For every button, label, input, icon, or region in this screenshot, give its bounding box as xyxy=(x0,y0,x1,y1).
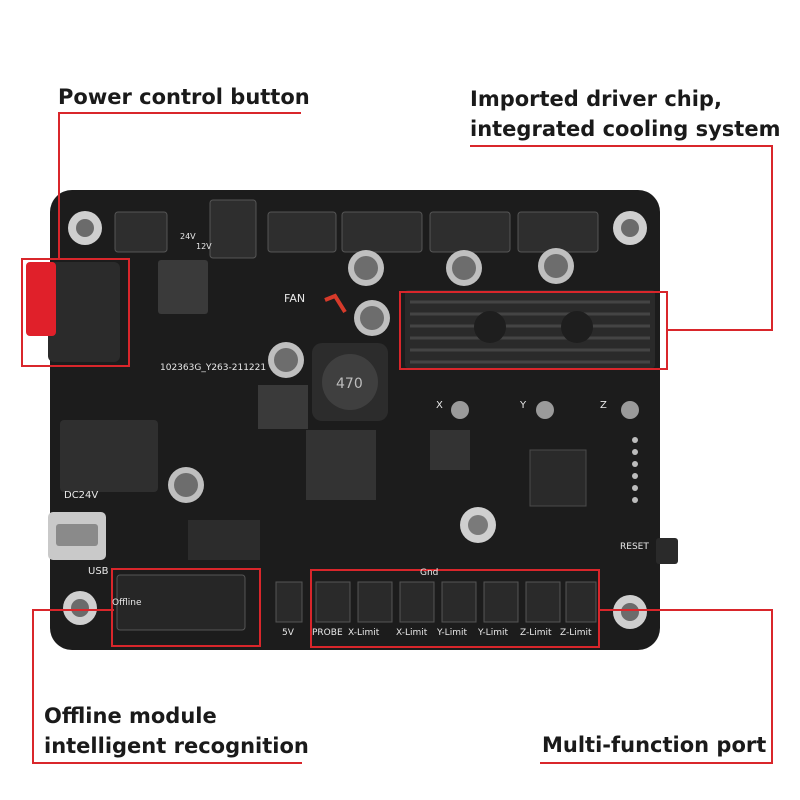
ports-highlight xyxy=(310,569,600,648)
power-callout: Power control button xyxy=(58,82,310,112)
reset-button xyxy=(656,538,678,564)
dc-jack xyxy=(60,420,158,492)
multi-callout-underline xyxy=(540,762,773,764)
reset-label: RESET xyxy=(620,542,649,552)
mcu-chip xyxy=(529,449,587,507)
port-z-limit2-label: Z-Limit xyxy=(560,628,592,638)
port-5v-label: 5V xyxy=(282,628,294,638)
v12-label: 12V xyxy=(196,242,212,251)
port-y-limit-label: Y-Limit xyxy=(437,628,467,638)
gnd-label: Gnd xyxy=(420,568,439,578)
offline-highlight xyxy=(111,568,261,647)
offline-callout-line2: intelligent recognition xyxy=(44,734,309,758)
power-switch-rocker xyxy=(26,262,56,336)
dc-label: DC24V xyxy=(64,490,99,501)
offline-label: Offline xyxy=(112,598,142,608)
power-callout-underline xyxy=(58,112,301,114)
port-z-limit-label: Z-Limit xyxy=(520,628,552,638)
port-probe-label: PROBE xyxy=(312,628,343,638)
offline-callout: Offline module intelligent recognition xyxy=(44,701,309,761)
power-switch-highlight xyxy=(21,258,130,367)
driver-callout-line2: integrated cooling system xyxy=(470,117,781,141)
bottom-ports xyxy=(275,581,597,623)
serial-label: 102363G_Y263-211221 xyxy=(160,363,267,373)
axis-x-label: X xyxy=(436,400,443,411)
power-callout-leader xyxy=(58,112,60,260)
multi-callout-leader-h xyxy=(599,609,773,611)
port-x-limit-label: X-Limit xyxy=(348,628,380,638)
driver-callout-leader-h xyxy=(667,329,773,331)
offline-callout-line1: Offline module xyxy=(44,704,217,728)
multi-callout: Multi-function port xyxy=(542,730,766,760)
driver-callout-leader-v xyxy=(771,145,773,331)
port-y-limit2-label: Y-Limit xyxy=(478,628,508,638)
offline-callout-leader-h xyxy=(32,609,114,611)
axis-y-label: Y xyxy=(520,400,527,411)
offline-connector xyxy=(116,574,246,631)
multi-callout-leader-v xyxy=(771,609,773,764)
v24-label: 24V xyxy=(180,232,196,241)
power-callout-text: Power control button xyxy=(58,85,310,109)
offline-callout-underline xyxy=(32,762,302,764)
heatsink xyxy=(405,290,655,368)
driver-callout-line1: Imported driver chip, xyxy=(470,87,722,111)
inductor-label: 470 xyxy=(336,376,363,392)
driver-callout-underline xyxy=(470,145,773,147)
capacitors xyxy=(168,248,574,543)
mounting-holes xyxy=(63,211,647,629)
trimmers xyxy=(451,401,639,419)
offline-callout-leader-v xyxy=(32,609,34,764)
driver-callout: Imported driver chip, integrated cooling… xyxy=(470,84,780,144)
top-connectors xyxy=(114,199,599,259)
usb-label: USB xyxy=(88,566,109,577)
port-x-limit2-label: X-Limit xyxy=(396,628,428,638)
fan-label: FAN xyxy=(284,292,306,305)
power-switch-body xyxy=(48,262,120,362)
axis-z-label: Z xyxy=(600,400,607,411)
multi-callout-text: Multi-function port xyxy=(542,733,767,757)
